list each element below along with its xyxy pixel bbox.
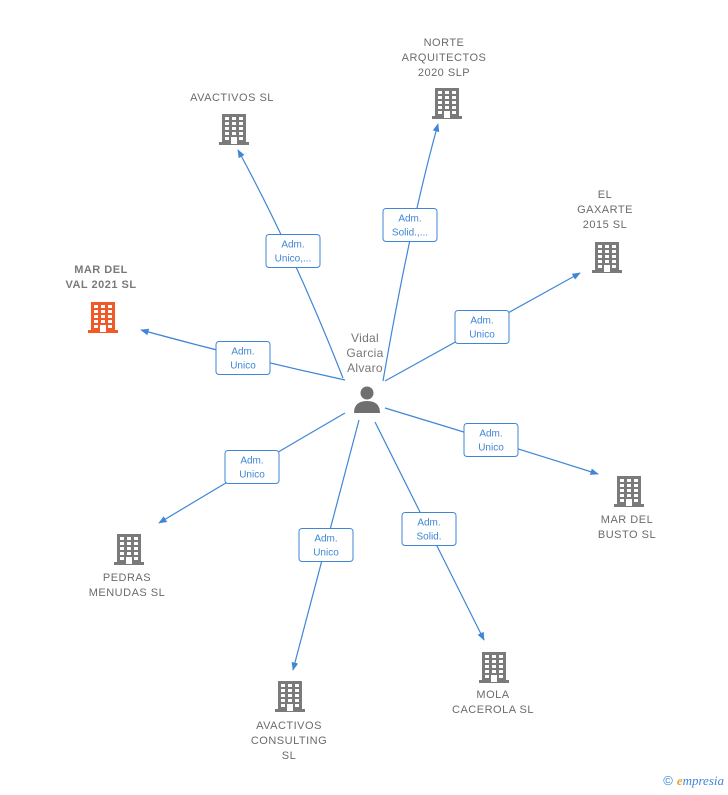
edge-label-box (454, 310, 510, 344)
nodes-layer: NORTE ARQUITECTOS 2020 SLP AVACTIVOS SL EL GA… (65, 37, 656, 762)
brand-watermark: ©empresia (663, 773, 724, 789)
company-label: NORTE ARQUITECTOS 2020 SLP (402, 37, 487, 79)
company-label-line: MAR DEL (601, 514, 653, 526)
company-label-line: PEDRAS (103, 572, 151, 584)
edge-label: Adm. Unico (478, 429, 504, 454)
building-icon (614, 476, 644, 507)
edge-label-line: Unico (230, 361, 256, 372)
edges-layer: Adm.Solid.,...Adm.Unico,...Adm.UnicoAdm.… (140, 123, 599, 671)
company-label-line: AVACTIVOS (256, 720, 322, 732)
building-icon (219, 114, 249, 145)
edge-label-box (298, 528, 354, 562)
company-label-line: CACEROLA SL (452, 704, 534, 716)
company-node-gaxarte[interactable]: EL GAXARTE 2015 SL (577, 189, 633, 273)
edge-label-line: Adm. (417, 518, 440, 529)
company-label: MAR DEL VAL 2021 SL (65, 264, 136, 291)
edge-label-line: Unico,... (275, 254, 312, 265)
building-icon (88, 302, 118, 333)
edge-label-line: Unico (478, 443, 504, 454)
edge-label: Adm. Solid. (416, 518, 441, 543)
edge-label-line: Adm. (470, 316, 493, 327)
company-node-marval[interactable]: MAR DEL VAL 2021 SL (65, 264, 136, 333)
company-node-avactivos[interactable]: AVACTIVOS SL (190, 92, 274, 145)
company-node-pedras[interactable]: PEDRAS MENUDAS SL (89, 534, 166, 599)
edge-label-box (265, 234, 321, 268)
brand-name: mpresia (682, 773, 724, 788)
edge-label-box (224, 450, 280, 484)
building-icon (275, 681, 305, 712)
edge-label-line: Unico (239, 470, 265, 481)
company-label-line: MENUDAS SL (89, 587, 166, 599)
edge-label: Adm. Unico (239, 456, 265, 481)
edge-label-box (382, 208, 438, 242)
edge-pedras[interactable]: Adm. Unico (158, 412, 346, 524)
edge-label-line: Unico (313, 548, 339, 559)
edge-avactivos[interactable]: Adm. Unico,... (237, 149, 344, 379)
company-label-line: ARQUITECTOS (402, 52, 487, 64)
company-label-line: AVACTIVOS SL (190, 92, 274, 104)
person-name-line: Garcia (346, 346, 383, 360)
company-label-line: MAR DEL (74, 264, 128, 276)
edge-label-box (463, 423, 519, 457)
edge-label-box (401, 512, 457, 546)
building-icon (592, 242, 622, 273)
edge-label-line: Adm. (479, 429, 502, 440)
edge-label: Adm. Unico (469, 316, 495, 341)
copyright-icon: © (663, 773, 673, 788)
company-label: EL GAXARTE 2015 SL (577, 189, 633, 231)
company-label-line: MOLA (476, 689, 509, 701)
company-label-line: 2020 SLP (418, 67, 470, 79)
building-icon (479, 652, 509, 683)
edge-label-box (215, 341, 271, 375)
company-label: AVACTIVOS SL (190, 92, 274, 104)
edge-marbusto[interactable]: Adm. Unico (384, 407, 599, 475)
edge-label: Adm. Unico (313, 534, 339, 559)
company-label-line: GAXARTE (577, 204, 633, 216)
edge-label: Adm. Unico,... (275, 240, 312, 265)
building-icon (114, 534, 144, 565)
brand-initial: e (676, 773, 683, 788)
edge-consulting[interactable]: Adm. Unico (291, 419, 360, 671)
edge-label-line: Unico (469, 330, 495, 341)
edge-label-line: Adm. (281, 240, 304, 251)
company-node-mola[interactable]: MOLA CACEROLA SL (452, 652, 534, 716)
company-label-line: CONSULTING (251, 735, 327, 747)
edge-label-line: Adm. (314, 534, 337, 545)
edge-label: Adm. Unico (230, 347, 256, 372)
company-label-line: BUSTO SL (598, 529, 656, 541)
edge-line (382, 123, 440, 382)
edge-label-line: Solid. (416, 532, 441, 543)
building-icon (432, 88, 462, 119)
person-icon (354, 386, 380, 413)
edge-marval[interactable]: Adm. Unico (140, 328, 346, 381)
edge-label-line: Solid.,... (392, 228, 428, 239)
company-label: AVACTIVOS CONSULTING SL (251, 720, 327, 762)
company-label: MAR DEL BUSTO SL (598, 514, 656, 541)
edge-norte[interactable]: Adm. Solid.,... (382, 123, 440, 382)
edge-label-line: Adm. (398, 214, 421, 225)
company-node-norte[interactable]: NORTE ARQUITECTOS 2020 SLP (402, 37, 487, 119)
company-label: MOLA CACEROLA SL (452, 689, 534, 716)
company-node-consulting[interactable]: AVACTIVOS CONSULTING SL (251, 681, 327, 762)
company-label-line: NORTE (424, 37, 465, 49)
edge-label: Adm. Solid.,... (392, 214, 428, 239)
company-label-line: 2015 SL (583, 219, 627, 231)
edge-label-line: Adm. (240, 456, 263, 467)
company-label-line: VAL 2021 SL (65, 279, 136, 291)
company-label-line: EL (598, 189, 612, 201)
edge-mola[interactable]: Adm. Solid. (374, 421, 485, 641)
edge-gaxarte[interactable]: Adm. Unico (384, 272, 581, 382)
company-label-line: SL (282, 750, 296, 762)
person-name-line: Vidal (351, 331, 379, 345)
edge-label-line: Adm. (231, 347, 254, 358)
company-node-marbusto[interactable]: MAR DEL BUSTO SL (598, 476, 656, 541)
company-label: PEDRAS MENUDAS SL (89, 572, 166, 599)
person-name-line: Alvaro (347, 361, 383, 375)
